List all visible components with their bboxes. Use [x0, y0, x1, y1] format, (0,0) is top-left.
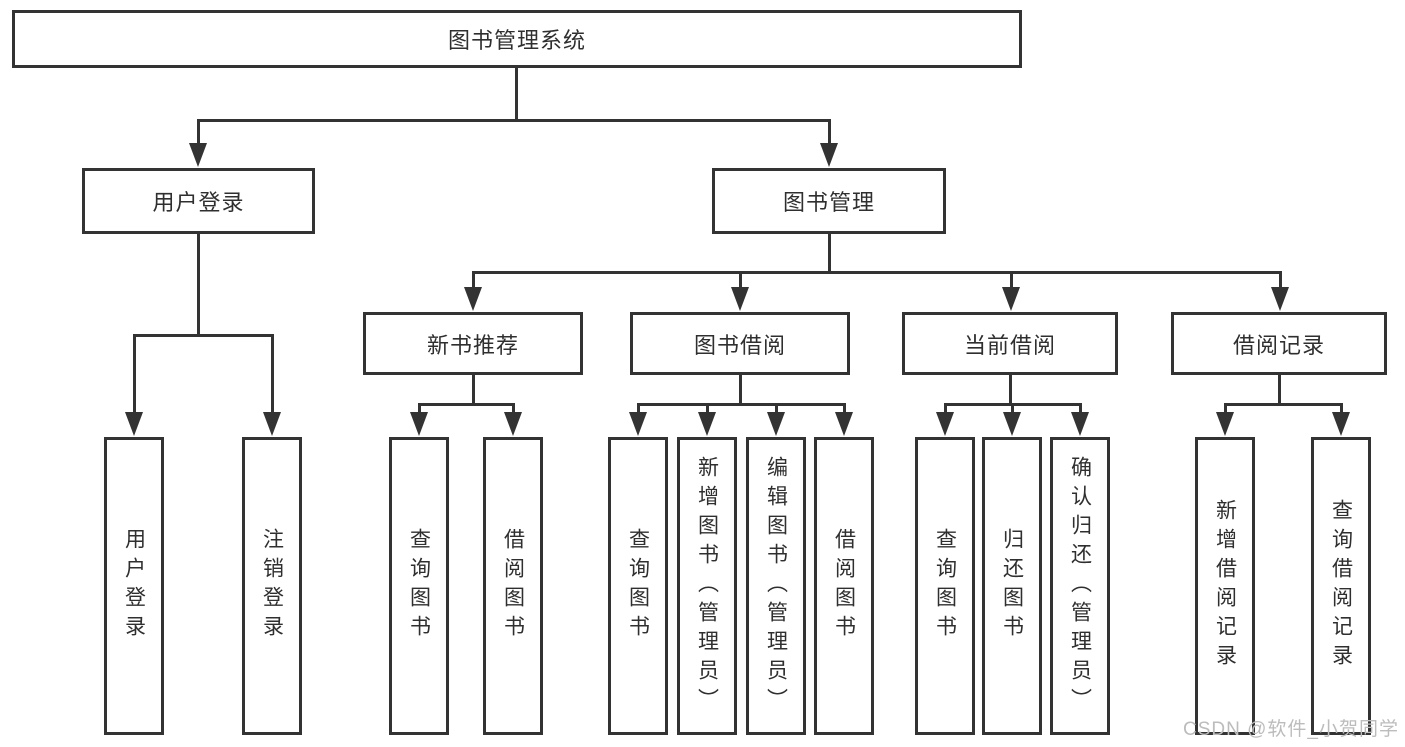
leaf-newbooks-query-label: 查询图书 — [407, 528, 431, 644]
node-new-books: 新书推荐 — [363, 312, 583, 375]
node-new-books-label: 新书推荐 — [426, 332, 519, 358]
connector-stem-current-confirm — [1079, 403, 1082, 414]
leaf-records-query-label: 查询借阅记录 — [1329, 499, 1353, 673]
node-root: 图书管理系统 — [12, 10, 1022, 68]
arrowhead-newbooks-borrow — [504, 412, 522, 436]
arrowhead-borrow-borrow — [835, 412, 853, 436]
connector-borrow-records-bar — [1224, 403, 1343, 406]
leaf-borrow-add-admin: 新增图书（管理员） — [677, 437, 737, 735]
node-book-borrow: 图书借阅 — [630, 312, 850, 375]
leaf-current-confirm-admin: 确认归还（管理员） — [1050, 437, 1110, 735]
connector-stem-leaf-login — [133, 334, 136, 414]
connector-stem-borrow-edit — [775, 403, 778, 414]
leaf-records-query: 查询借阅记录 — [1311, 437, 1371, 735]
arrowhead-records-query — [1332, 412, 1350, 436]
connector-user-login-down — [197, 234, 200, 337]
leaf-current-confirm-admin-label: 确认归还（管理员） — [1068, 455, 1092, 717]
connector-book-borrow-bar — [637, 403, 846, 406]
arrowhead-current-return — [1003, 412, 1021, 436]
arrowhead-leaf-logout — [263, 412, 281, 436]
arrowhead-book-management — [820, 143, 838, 167]
connector-stem-user-login — [197, 119, 200, 147]
connector-login-bar — [133, 334, 274, 337]
arrowhead-leaf-login — [125, 412, 143, 436]
node-book-management-label: 图书管理 — [782, 190, 875, 215]
arrowhead-current-borrow — [1002, 287, 1020, 311]
connector-book-management-down — [828, 234, 831, 274]
leaf-newbooks-query: 查询图书 — [389, 437, 449, 735]
connector-stem-records-add — [1224, 403, 1227, 414]
node-book-management: 图书管理 — [712, 168, 946, 234]
connector-stem-borrow-borrow — [843, 403, 846, 414]
connector-current-borrow-down — [1009, 375, 1012, 406]
arrowhead-book-borrow — [731, 287, 749, 311]
leaf-borrow-query: 查询图书 — [608, 437, 668, 735]
arrowhead-current-confirm — [1071, 412, 1089, 436]
leaf-borrow-borrow: 借阅图书 — [814, 437, 874, 735]
connector-stem-current-query — [944, 403, 947, 414]
connector-root-trunk — [515, 68, 518, 120]
connector-stem-book-borrow — [739, 271, 742, 289]
connector-level3-bar — [472, 271, 1282, 274]
connector-stem-borrow-records — [1279, 271, 1282, 289]
leaf-current-query: 查询图书 — [915, 437, 975, 735]
leaf-borrow-borrow-label: 借阅图书 — [832, 528, 856, 644]
connector-stem-current-return — [1011, 403, 1014, 414]
arrowhead-borrow-edit — [767, 412, 785, 436]
leaf-user-login: 用户登录 — [104, 437, 164, 735]
node-user-login: 用户登录 — [82, 168, 315, 234]
leaf-newbooks-borrow-label: 借阅图书 — [501, 528, 525, 644]
leaf-borrow-edit-admin-label: 编辑图书（管理员） — [764, 455, 788, 717]
leaf-user-login-label: 用户登录 — [122, 528, 146, 644]
arrowhead-borrow-add — [698, 412, 716, 436]
node-current-borrow-label: 当前借阅 — [963, 332, 1056, 358]
arrowhead-borrow-records — [1271, 287, 1289, 311]
node-root-label: 图书管理系统 — [447, 28, 586, 53]
node-borrow-records: 借阅记录 — [1171, 312, 1387, 375]
connector-stem-current-borrow — [1010, 271, 1013, 289]
arrowhead-borrow-query — [629, 412, 647, 436]
leaf-borrow-query-label: 查询图书 — [626, 528, 650, 644]
node-book-borrow-label: 图书借阅 — [693, 332, 786, 358]
connector-new-books-bar — [418, 403, 515, 406]
leaf-records-add-label: 新增借阅记录 — [1213, 499, 1237, 673]
arrowhead-newbooks-query — [410, 412, 428, 436]
leaf-borrow-add-admin-label: 新增图书（管理员） — [695, 455, 719, 717]
connector-level2-bar — [197, 119, 830, 122]
leaf-newbooks-borrow: 借阅图书 — [483, 437, 543, 735]
connector-stem-book-management — [828, 119, 831, 147]
leaf-current-return-label: 归还图书 — [1000, 528, 1024, 644]
node-user-login-label: 用户登录 — [152, 190, 245, 215]
csdn-watermark: CSDN @软件_小贺同学 — [1183, 719, 1399, 740]
leaf-current-query-label: 查询图书 — [933, 528, 957, 644]
connector-stem-leaf-logout — [271, 334, 274, 414]
arrowhead-current-query — [936, 412, 954, 436]
connector-stem-records-query — [1340, 403, 1343, 414]
node-current-borrow: 当前借阅 — [902, 312, 1118, 375]
connector-stem-borrow-add — [706, 403, 709, 414]
connector-stem-borrow-query — [637, 403, 640, 414]
connector-stem-newbooks-borrow — [512, 403, 515, 414]
leaf-borrow-edit-admin: 编辑图书（管理员） — [746, 437, 806, 735]
connector-book-borrow-down — [739, 375, 742, 406]
leaf-current-return: 归还图书 — [982, 437, 1042, 735]
connector-new-books-down — [472, 375, 475, 406]
connector-borrow-records-down — [1278, 375, 1281, 406]
arrowhead-user-login — [189, 143, 207, 167]
leaf-logout: 注销登录 — [242, 437, 302, 735]
connector-stem-newbooks-query — [418, 403, 421, 414]
arrowhead-records-add — [1216, 412, 1234, 436]
leaf-records-add: 新增借阅记录 — [1195, 437, 1255, 735]
arrowhead-new-books — [464, 287, 482, 311]
connector-stem-new-books — [472, 271, 475, 289]
leaf-logout-label: 注销登录 — [260, 528, 284, 644]
node-borrow-records-label: 借阅记录 — [1232, 332, 1325, 358]
